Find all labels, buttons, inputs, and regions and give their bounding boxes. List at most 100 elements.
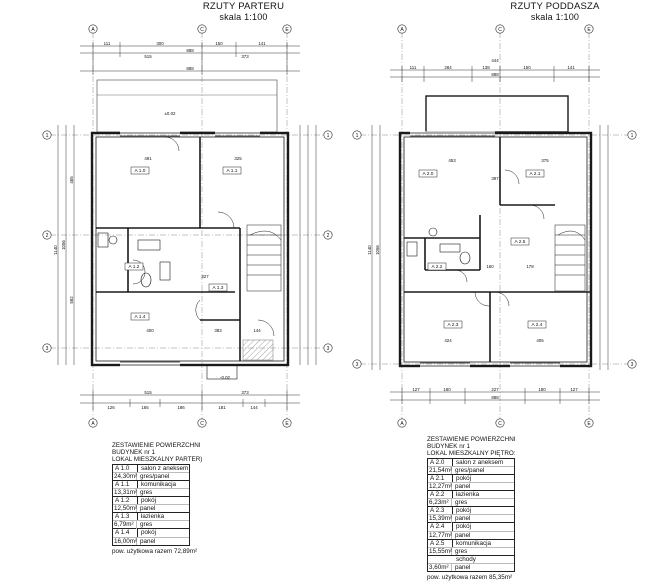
room-name: pokój xyxy=(456,507,472,515)
right-room-1: A 2.1 xyxy=(530,171,541,177)
left-dim-bottom-6: 144 xyxy=(250,405,258,410)
left-dim-lines-bottom xyxy=(80,390,300,410)
right-axis-side-r-2: 3 xyxy=(631,362,634,368)
room-code: A 2.5 xyxy=(428,539,453,547)
right-plan-title-line1: RZUTY PODDASZA xyxy=(510,1,600,12)
left-table-h2: BUDYNEK nr 1 xyxy=(112,449,156,457)
right-axis-lines xyxy=(360,32,630,420)
right-dim-top-5: 888 xyxy=(491,72,499,77)
right-dim-top-0: 111 xyxy=(410,65,417,70)
left-dim-inner-3: 400 xyxy=(146,328,154,333)
left-level-mark-0: ±0.02 xyxy=(165,111,177,116)
right-room-2-box xyxy=(427,262,447,271)
right-dim-inner-4: 178 xyxy=(526,264,534,269)
left-axis-side-l-2-circle xyxy=(42,343,52,353)
right-dim-inner-1: 375 xyxy=(541,158,549,163)
right-room-0-box xyxy=(418,169,438,178)
right-dim-top-6: 444 xyxy=(491,58,499,63)
right-axis-side-r-0: 1 xyxy=(631,133,634,139)
left-axis-bottom-2: E xyxy=(285,421,289,427)
right-windows xyxy=(410,131,560,368)
room-area: 3,60m² xyxy=(428,563,452,572)
room-name: pokój xyxy=(456,523,472,531)
right-room-0: A 2.0 xyxy=(423,171,434,177)
right-axis-side-l-2: 3 xyxy=(356,362,359,368)
left-dim-top-6: 373 xyxy=(241,54,249,59)
left-axis-side-r-0: 1 xyxy=(327,133,330,139)
left-axis-bottom-1-circle xyxy=(197,418,207,428)
right-stairs xyxy=(554,224,586,292)
room-name: salon z aneksem xyxy=(456,458,504,466)
room-code: A 2.1 xyxy=(428,474,453,483)
left-dim-side-0: 465 xyxy=(69,176,74,184)
right-axis-bottom-0-circle xyxy=(397,418,407,428)
right-dim-bottom-2: 227 xyxy=(491,387,499,392)
left-axis-top-0-circle xyxy=(88,24,98,34)
room-floor-material: panel xyxy=(455,515,471,523)
right-dim-bottom-1: 180 xyxy=(443,387,451,392)
right-room-5: A 2.5 xyxy=(515,239,526,245)
right-dim-inner-5: 424 xyxy=(444,338,452,343)
right-room-3-box xyxy=(443,320,463,329)
room-area: 15,39m² xyxy=(429,515,453,523)
room-code: A 2.3 xyxy=(428,507,453,515)
right-plan-title: RZUTY PODDASZA skala 1:100 xyxy=(500,1,610,23)
right-dim-lines-side xyxy=(371,125,609,370)
left-axis-side-l-1-circle xyxy=(42,230,52,240)
left-dim-bottom-5: 181 xyxy=(218,405,226,410)
right-axis-side-l-0: 1 xyxy=(356,133,359,139)
right-room-4-box xyxy=(527,320,547,329)
right-dim-bottom-3: 180 xyxy=(538,387,546,392)
left-room-3: A 1.3 xyxy=(213,285,224,291)
left-dim-top-7: 888 xyxy=(186,66,194,71)
right-axis-top-2-circle xyxy=(584,24,594,34)
room-code: A 1.1 xyxy=(113,480,138,489)
room-code: A 2.2 xyxy=(428,491,453,499)
right-room-1-box xyxy=(525,169,545,178)
left-dim-top-3: 141 xyxy=(258,41,266,46)
right-door-swings xyxy=(454,169,545,307)
right-axis-top-1-circle xyxy=(495,24,505,34)
left-room-4-box xyxy=(130,312,150,321)
right-table-h2: BUDYNEK nr 1 xyxy=(427,443,471,451)
right-dim-top-4: 141 xyxy=(567,65,575,70)
right-axis-top-0: A xyxy=(400,27,404,33)
left-dim-inner-2: 327 xyxy=(201,274,209,279)
right-dim-top-2: 138 xyxy=(482,65,490,70)
room-floor-material: gres xyxy=(140,521,153,529)
right-dim-bottom-4: 127 xyxy=(570,387,578,392)
left-dim-bottom-3: 165 xyxy=(141,405,149,410)
right-dim-lines-bottom xyxy=(390,388,600,404)
right-axis-bottom-1-circle xyxy=(495,418,505,428)
left-axis-side-l-2: 3 xyxy=(46,346,49,352)
left-plan-scale: skala 1:100 xyxy=(219,12,268,22)
left-table-h1: ZESTAWIENIE POWIERZCHNI xyxy=(112,442,201,449)
left-dim-side-1: 1056 xyxy=(61,240,66,250)
right-area-table: ZESTAWIENIE POWIERZCHNI BUDYNEK nr 1 LOK… xyxy=(427,436,516,581)
table-row: schody xyxy=(428,554,514,563)
room-floor-material: panel xyxy=(455,482,471,490)
left-table-h3: LOKAL MIESZKALNY PARTER) xyxy=(112,456,203,464)
left-dim-top-0: 111 xyxy=(104,41,111,46)
left-axis-side-r-0-circle xyxy=(323,130,333,140)
room-code: A 1.2 xyxy=(113,497,138,505)
left-axis-side-l-0-circle xyxy=(42,130,52,140)
room-area: 12,77m² xyxy=(429,531,453,539)
room-code: A 1.0 xyxy=(113,464,138,472)
right-dim-inner-6: 405 xyxy=(536,338,544,343)
left-plan-title: RZUTY PARTERU skala 1:100 xyxy=(196,1,291,23)
left-dim-bottom-4: 186 xyxy=(177,405,185,410)
left-axis-top-1: C xyxy=(200,27,204,33)
left-dim-top-2: 150 xyxy=(215,41,223,46)
left-dim-bottom-2: 126 xyxy=(107,405,115,410)
room-name: łazienka xyxy=(456,491,480,499)
